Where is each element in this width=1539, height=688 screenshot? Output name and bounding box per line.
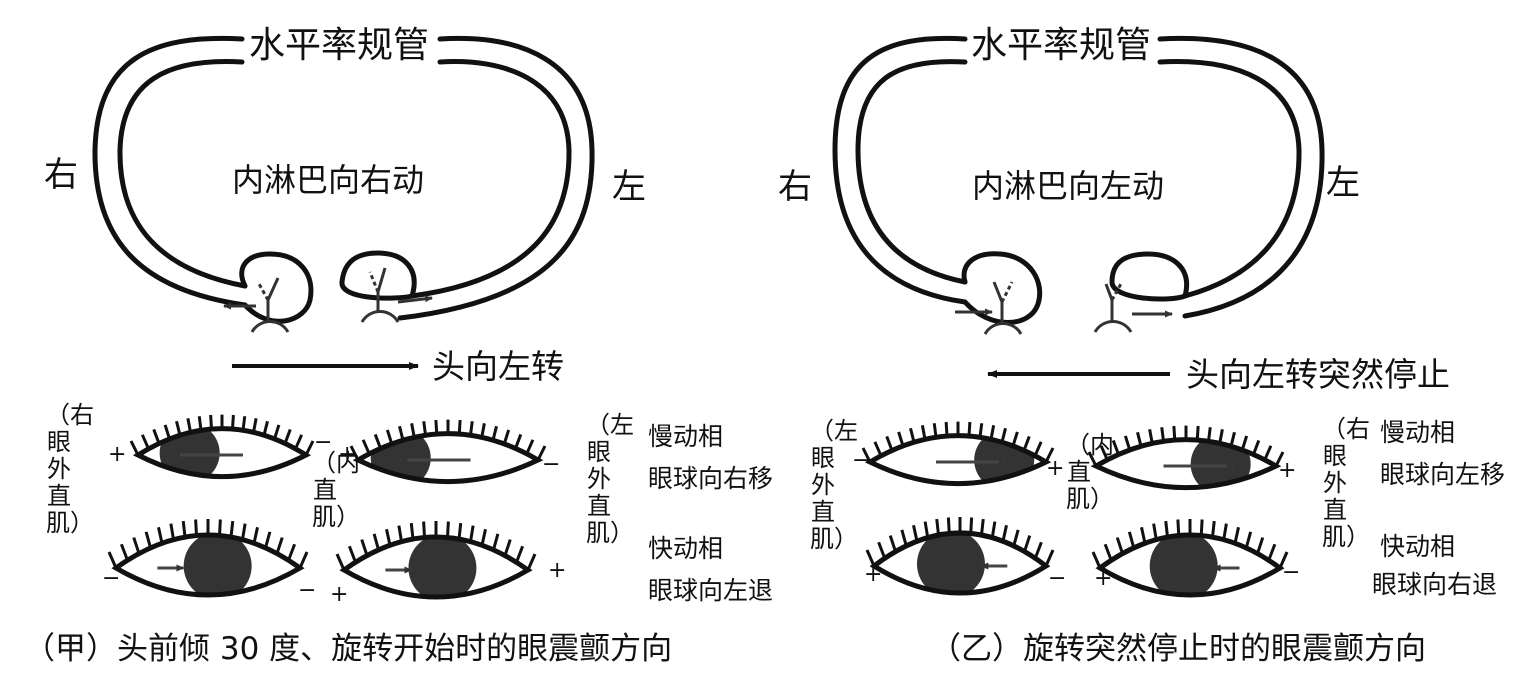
left-head-motion-label: 头向左转 [432, 347, 564, 386]
left-sign: − [298, 578, 317, 603]
right-endolymph-label: 内淋巴向左动 [972, 167, 1165, 205]
pupil [408, 537, 477, 597]
left-fast-phase: 快动相 [648, 534, 724, 563]
right-slow-eye-1 [861, 421, 1055, 487]
left-sign: + [548, 558, 567, 583]
right-muscle-right-lateral: （右眼外直肌） [1322, 415, 1370, 551]
left-endolymph-label: 内淋巴向右动 [232, 161, 425, 199]
left-muscle-medial: （内直肌） [312, 449, 360, 531]
left-muscle-right-lateral: （右眼外直肌） [46, 401, 94, 537]
left-sign: + [338, 442, 357, 467]
right-sign: + [1046, 456, 1065, 481]
pupil [183, 535, 252, 595]
right-cupula-sensors [955, 281, 1173, 335]
right-fast-eye-2 [1091, 519, 1289, 598]
right-head-motion-label: 头向左转突然停止 [1186, 355, 1450, 394]
right-sign: + [1094, 566, 1113, 591]
right-sign: − [1282, 560, 1301, 585]
eyelashes [107, 519, 309, 569]
left-fast-desc: 眼球向左退 [648, 576, 774, 605]
left-fast-eye-1 [107, 519, 309, 598]
left-fast-eye-2 [335, 521, 537, 600]
right-sign: + [1278, 458, 1297, 483]
eyelashes [1091, 519, 1289, 569]
eyelashes [861, 421, 1055, 463]
left-panel-right-label: 右 [44, 155, 78, 195]
left-slow-eye-1 [129, 414, 315, 480]
left-semicircular-canal [92, 35, 595, 324]
right-slow-eye-2 [1087, 425, 1285, 491]
left-sign: − [102, 566, 121, 591]
right-caption: （乙）旋转突然停止时的眼震颤方向 [930, 631, 1426, 667]
eyelashes [349, 419, 547, 461]
left-sign: − [314, 430, 333, 455]
eyelashes [335, 521, 537, 571]
right-canal-label: 水平率规管 [968, 28, 1155, 64]
pupil [1149, 535, 1218, 595]
left-canal-label: 水平率规管 [246, 28, 433, 64]
eyelashes [129, 414, 315, 456]
left-slow-desc: 眼球向右移 [648, 464, 774, 493]
right-sign: + [864, 562, 883, 587]
right-sign: − [852, 448, 871, 473]
left-slow-phase: 慢动相 [648, 422, 724, 451]
eyelashes [865, 517, 1055, 567]
left-slow-eye-2 [349, 419, 547, 485]
left-muscle-left-lateral: （左眼外直肌） [586, 411, 634, 547]
right-muscle-left-lateral: （左眼外直肌） [810, 417, 858, 553]
right-fast-phase: 快动相 [1380, 532, 1456, 561]
right-fast-desc: 眼球向右退 [1372, 570, 1498, 599]
right-slow-phase: 慢动相 [1380, 418, 1456, 447]
right-sign: − [1048, 566, 1067, 591]
pupil [916, 533, 985, 593]
right-slow-desc: 眼球向左移 [1380, 460, 1506, 489]
left-caption: （甲）头前倾 30 度、旋转开始时的眼震颤方向 [24, 631, 673, 667]
right-panel-right-label: 右 [778, 167, 812, 207]
right-panel-left-label: 左 [1326, 163, 1360, 203]
left-panel-left-label: 左 [612, 167, 646, 207]
left-sign: + [108, 442, 127, 467]
left-cupula-sensors [223, 267, 433, 333]
left-sign: − [542, 452, 561, 477]
left-sign: + [330, 582, 349, 607]
right-fast-eye-1 [865, 517, 1055, 596]
right-muscle-medial: （内直肌） [1066, 431, 1114, 513]
eyelashes [1087, 425, 1285, 467]
